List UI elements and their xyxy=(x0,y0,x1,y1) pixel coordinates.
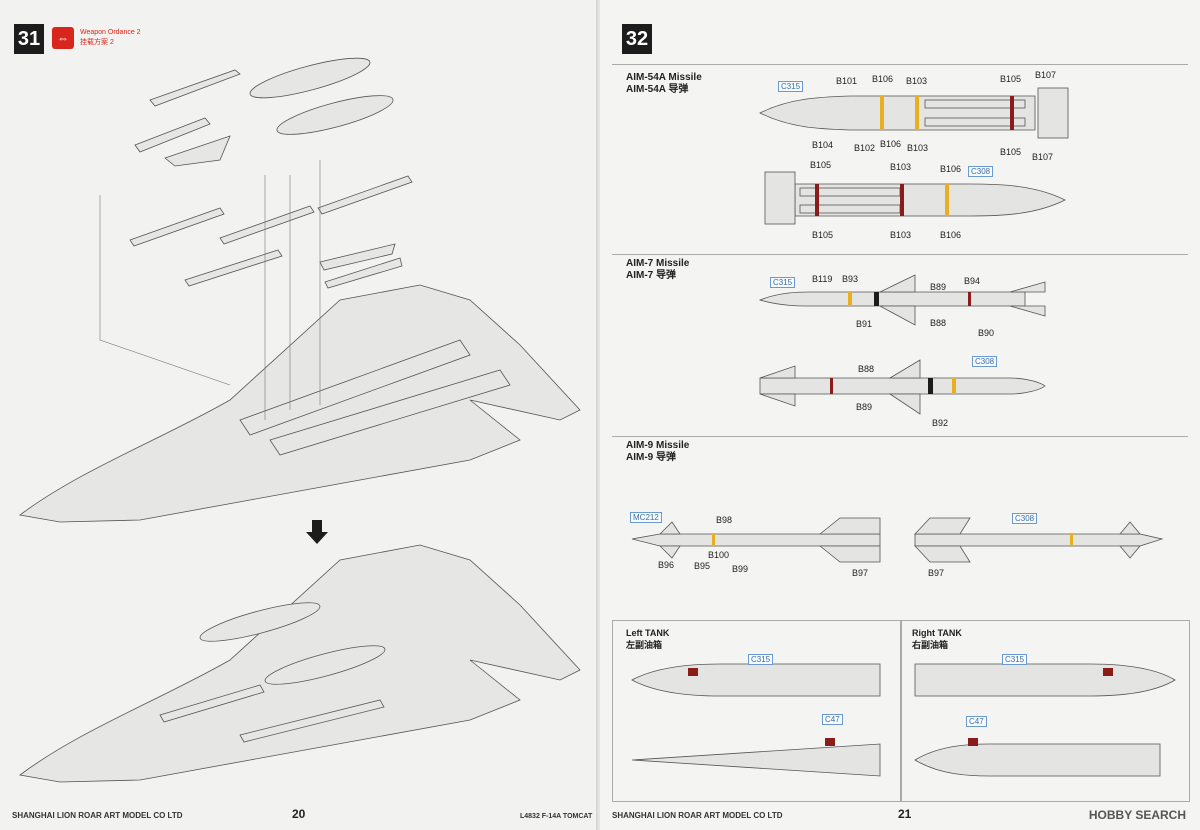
model-name: L4832 F-14A TOMCAT xyxy=(520,813,593,820)
part-label: B119 xyxy=(812,274,833,284)
color-code: C315 xyxy=(1002,654,1028,665)
part-label: B104 xyxy=(812,140,834,150)
part-label: B90 xyxy=(978,328,995,338)
part-label: B91 xyxy=(856,319,873,329)
color-code: C315 xyxy=(778,81,804,92)
left-page: 31 ⇔ Weapon Ordance 2 挂载方案 2 xyxy=(0,0,598,830)
part-label: B105 xyxy=(1000,74,1022,84)
part-label: B107 xyxy=(1032,152,1054,162)
part-label: B106 xyxy=(880,139,902,149)
part-label: B94 xyxy=(964,276,981,286)
company-footer: SHANGHAI LION ROAR ART MODEL CO LTD xyxy=(12,811,183,820)
part-label: B107 xyxy=(1035,70,1057,80)
part-label: B99 xyxy=(732,564,749,574)
color-code: C315 xyxy=(770,277,796,288)
weapon-note: Weapon Ordance 2 挂载方案 2 xyxy=(80,29,141,46)
company-footer: SHANGHAI LION ROAR ART MODEL CO LTD xyxy=(612,811,783,820)
part-label: B100 xyxy=(708,550,730,560)
part-label: B98 xyxy=(716,515,733,525)
part-label: B106 xyxy=(940,164,962,174)
color-code: C308 xyxy=(1012,513,1038,524)
right-tank-title: Right TANK 右副油箱 xyxy=(912,628,962,650)
right-tank-box xyxy=(900,620,1190,802)
part-label: B102 xyxy=(854,143,876,153)
part-label: B89 xyxy=(930,282,947,292)
color-code: C308 xyxy=(972,356,998,367)
aim7-title: AIM-7 Missile AIM-7 导弹 xyxy=(626,258,690,281)
left-tank-box xyxy=(612,620,902,802)
part-label: B101 xyxy=(836,76,858,86)
aim54-section xyxy=(612,64,1188,255)
part-label: B103 xyxy=(890,230,912,240)
part-label: B96 xyxy=(658,560,675,570)
part-label: B105 xyxy=(812,230,834,240)
page-number: 21 xyxy=(898,807,912,821)
part-label: B103 xyxy=(906,76,928,86)
part-label: B97 xyxy=(928,568,945,578)
spine xyxy=(596,0,602,830)
part-label: B103 xyxy=(890,162,912,172)
part-label: B88 xyxy=(858,364,875,374)
watermark: HOBBY SEARCH xyxy=(1088,808,1186,822)
step-number: 32 xyxy=(622,24,652,54)
aim54-title: AIM-54A Missile AIM-54A 导弹 xyxy=(626,72,702,95)
part-label: B105 xyxy=(1000,147,1022,157)
color-code: C47 xyxy=(966,716,987,727)
color-code: C47 xyxy=(822,714,843,725)
part-label: B88 xyxy=(930,318,947,328)
part-label: B89 xyxy=(856,402,873,412)
swap-arrows-icon: ⇔ xyxy=(52,27,74,49)
part-label: B93 xyxy=(842,274,859,284)
part-label: B103 xyxy=(907,143,929,153)
part-label: B106 xyxy=(940,230,962,240)
aim9-section xyxy=(612,436,1188,619)
page-number: 20 xyxy=(292,807,306,821)
color-code: C315 xyxy=(748,654,774,665)
part-label: B106 xyxy=(872,74,894,84)
color-code: MC212 xyxy=(630,512,662,523)
part-label: B97 xyxy=(852,568,869,578)
part-label: B105 xyxy=(810,160,832,170)
color-code: C308 xyxy=(968,166,994,177)
exploded-weapons-diagram xyxy=(19,57,581,783)
left-tank-title: Left TANK 左副油箱 xyxy=(626,628,670,650)
down-arrow-icon xyxy=(306,520,328,544)
step-number: 31 xyxy=(14,24,44,54)
part-label: B92 xyxy=(932,418,949,428)
aim7-section xyxy=(612,254,1188,435)
part-label: B95 xyxy=(694,561,711,571)
aim9-title: AIM-9 Missile AIM-9 导弹 xyxy=(626,440,690,463)
